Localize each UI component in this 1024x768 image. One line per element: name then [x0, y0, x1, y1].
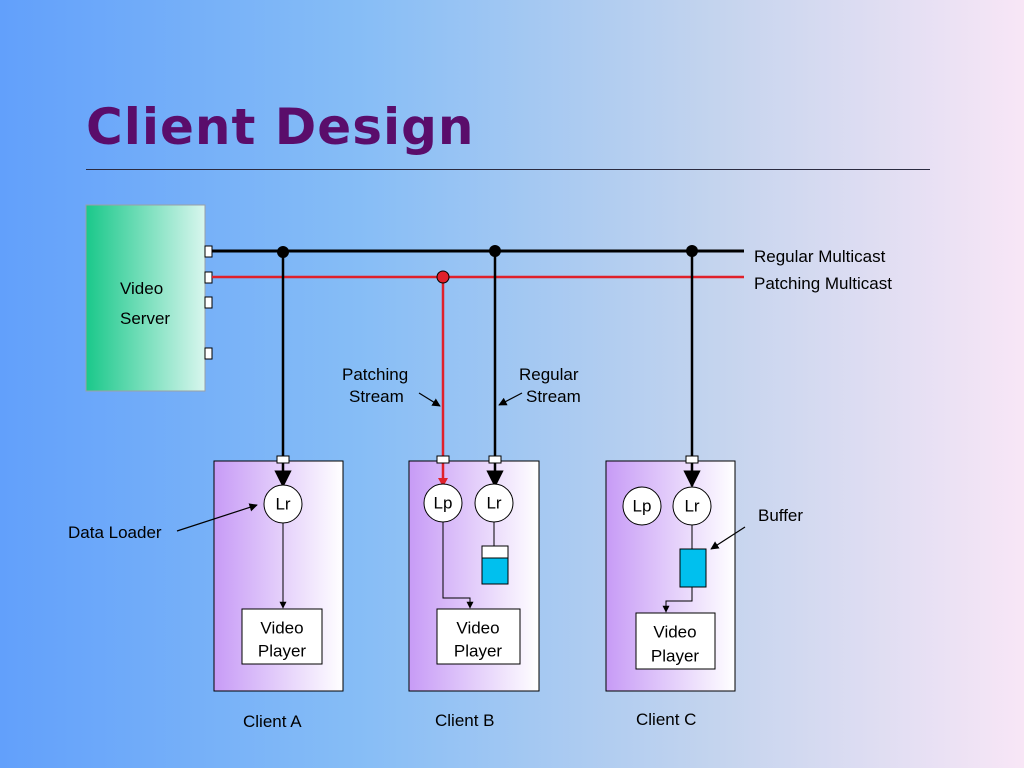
loader-label: Lp [434, 493, 453, 512]
regular-stream-pointer [498, 392, 523, 406]
server-label-line2: Server [120, 309, 170, 328]
client-c-buffer [679, 548, 707, 588]
patching-stream-pointer [418, 392, 441, 407]
client-b-loader-lp: Lp [423, 483, 463, 523]
client-b-patch-arrowhead [438, 478, 448, 487]
patching-stream-label-line1: Patching [342, 365, 408, 384]
loader-label: Lp [633, 496, 652, 515]
junction-dot [277, 246, 289, 258]
loader-label: Lr [486, 493, 501, 512]
regular-stream-label-line2: Stream [526, 387, 581, 406]
server-port [204, 271, 213, 284]
title-divider [86, 169, 930, 170]
data-loader-pointer [176, 503, 258, 532]
client-b-video-player: Video Player [436, 608, 521, 665]
regular-stream-label-line1: Regular [519, 365, 579, 384]
junction-dot [686, 245, 698, 257]
player-label-line2: Player [258, 641, 307, 660]
client-c-flow [662, 587, 693, 613]
server-port [204, 245, 213, 258]
client-c-loader-lp: Lp [622, 486, 662, 526]
server-label-line1: Video [120, 279, 163, 298]
client-a-label: Client A [243, 712, 302, 731]
buffer-pointer [710, 526, 746, 550]
client-port [685, 455, 699, 464]
client-c-label: Client C [636, 710, 696, 729]
data-loader-label: Data Loader [68, 523, 162, 542]
loader-label: Lr [684, 496, 699, 515]
slide-title: Client Design [86, 98, 475, 156]
client-port [488, 455, 502, 464]
client-b-loader-lr: Lr [474, 483, 514, 523]
client-c-loader-lr: Lr [672, 486, 712, 526]
player-label-line2: Player [454, 641, 503, 660]
client-port [276, 455, 290, 464]
loader-label: Lr [275, 494, 290, 513]
server-port [204, 296, 213, 309]
patching-multicast-label: Patching Multicast [754, 274, 892, 293]
client-a-loader-lr: Lr [263, 484, 303, 524]
client-a-video-player: Video Player [241, 608, 323, 665]
player-label-line1: Video [653, 622, 696, 641]
player-label-line1: Video [456, 618, 499, 637]
client-c-video-player: Video Player [635, 612, 716, 670]
junction-dot-patching [436, 270, 450, 284]
client-b-label: Client B [435, 711, 495, 730]
server-port [204, 347, 213, 360]
video-server: Video Server [85, 204, 213, 392]
regular-multicast-label: Regular Multicast [754, 247, 886, 266]
player-label-line2: Player [651, 646, 700, 665]
junction-dot [489, 245, 501, 257]
player-label-line1: Video [260, 618, 303, 637]
client-b-flow [442, 522, 474, 609]
patching-stream-label-line2: Stream [349, 387, 404, 406]
client-b-buffer [481, 545, 509, 585]
client-port [436, 455, 450, 464]
buffer-label: Buffer [758, 506, 803, 525]
